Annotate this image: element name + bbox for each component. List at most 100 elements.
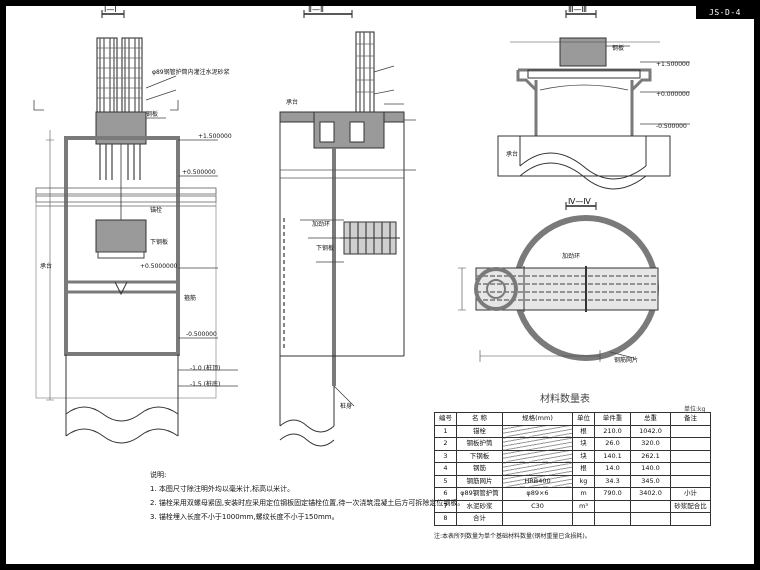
label-bottom-elev: +0.5000000 — [140, 263, 178, 270]
qty-table-cell — [502, 462, 573, 476]
qty-table-cell — [594, 499, 631, 513]
qty-table-cell — [670, 474, 711, 488]
label-elev-bottom: -1.0 (桩顶) — [190, 364, 220, 372]
qty-table-cell: 2 — [434, 437, 457, 451]
label-elev-top: +1.500000 — [198, 133, 232, 140]
qty-table-cell: 3402.0 — [630, 487, 671, 501]
qty-table-cell: 3 — [434, 449, 457, 463]
label-side-ring: 加劲环 — [312, 220, 330, 228]
note-item: 1. 本图尺寸除注明外均以毫米计,标高以米计。 — [150, 485, 295, 493]
qty-table-cell: 8 — [434, 512, 457, 526]
label-detail-elev-3: -0.500000 — [656, 123, 687, 130]
label-pile-body: 桩身 — [340, 402, 352, 410]
plan-view — [458, 202, 659, 362]
qty-table-cell — [502, 449, 573, 463]
qty-table-footer: 注:本表所列数量为单个基础材料数量(钢材重量已含损耗)。 — [434, 533, 591, 540]
qty-table-cell: 210.0 — [594, 424, 631, 438]
qty-header-cell: 编号 — [434, 412, 457, 426]
side-view — [279, 10, 416, 447]
qty-table-cell: 345.0 — [630, 474, 671, 488]
qty-header-cell: 规格(mm) — [502, 412, 573, 426]
qty-table-cell — [670, 462, 711, 476]
qty-table-cell — [630, 512, 671, 526]
view-title-detail: Ⅲ—Ⅲ — [568, 5, 587, 14]
qty-table-title: 材料数量表 — [540, 394, 590, 405]
qty-table-cell — [502, 512, 573, 526]
label-elev-low: -0.500000 — [186, 331, 217, 338]
label-pile-cap: 承台 — [40, 262, 52, 270]
qty-table-cell: 140.0 — [630, 462, 671, 476]
label-side-cap: 承台 — [286, 98, 298, 106]
front-view — [33, 10, 238, 444]
qty-table-cell — [502, 424, 573, 438]
qty-table-cell — [594, 512, 631, 526]
label-plan-tag: 钢筋网片 — [614, 356, 638, 364]
notes-heading: 说明: — [150, 471, 167, 479]
qty-table-cell: 锚栓 — [456, 424, 503, 438]
qty-table-cell: HRB400 — [502, 474, 573, 488]
label-elev-base: -1.5 (桩底) — [190, 380, 220, 388]
qty-table-cell: 34.3 — [594, 474, 631, 488]
qty-table-cell: 1042.0 — [630, 424, 671, 438]
label-bolt: 锚栓 — [150, 206, 162, 214]
label-lower-plate: 下钢板 — [150, 238, 168, 246]
qty-table-cell: C30 — [502, 499, 573, 513]
view-title-front: Ⅰ—Ⅰ — [104, 5, 117, 14]
label-pipe-note: φ89钢管护筒内灌注水泥砂浆 — [152, 68, 230, 76]
label-elev-mid: +0.500000 — [182, 169, 216, 176]
qty-table-cell: 根 — [572, 424, 595, 438]
qty-table-cell: 14.0 — [594, 462, 631, 476]
qty-header-cell: 备注 — [670, 412, 711, 426]
design-notes: 说明: 1. 本图尺寸除注明外均以毫米计,标高以米计。 2. 锚栓采用双螺母紧固… — [150, 468, 464, 524]
label-plate: 钢板 — [146, 110, 158, 118]
label-plan-ring: 加劲环 — [562, 252, 580, 260]
qty-table-cell — [502, 437, 573, 451]
note-item: 3. 锚栓埋入长度不小于1000mm,螺纹长度不小于150mm。 — [150, 513, 339, 521]
qty-header-cell: 名 称 — [456, 412, 503, 426]
qty-table-cell: 块 — [572, 437, 595, 451]
qty-table-cell: 790.0 — [594, 487, 631, 501]
qty-table-cell: 小计 — [670, 487, 711, 501]
label-detail-plate: 钢板 — [612, 44, 624, 52]
qty-table-cell: φ89×6 — [502, 487, 573, 501]
qty-table-cell — [572, 512, 595, 526]
qty-table-cell: m³ — [572, 499, 595, 513]
qty-table-cell — [670, 512, 711, 526]
qty-table-cell: 320.0 — [630, 437, 671, 451]
qty-header-cell: 单件重 — [594, 412, 631, 426]
label-hoop: 箍筋 — [184, 294, 196, 302]
qty-table-cell — [670, 449, 711, 463]
qty-table-cell: 1 — [434, 424, 457, 438]
qty-table-cell: 块 — [572, 449, 595, 463]
qty-table-unit: 单位:kg — [684, 406, 706, 413]
qty-table-cell: 钢板护筒 — [456, 437, 503, 451]
view-title-side: Ⅱ—Ⅱ — [308, 5, 324, 14]
qty-table-cell — [670, 424, 711, 438]
qty-table-cell: m — [572, 487, 595, 501]
qty-table-cell — [630, 499, 671, 513]
qty-table-cell: 262.1 — [630, 449, 671, 463]
view-title-plan: Ⅳ—Ⅳ — [568, 197, 591, 206]
qty-header-cell: 总重 — [630, 412, 671, 426]
label-side-lower-plate: 下钢板 — [316, 244, 334, 252]
qty-table-cell: kg — [572, 474, 595, 488]
qty-table-cell: 根 — [572, 462, 595, 476]
qty-table-cell: 合计 — [456, 512, 503, 526]
qty-table-cell: 26.0 — [594, 437, 631, 451]
note-item: 2. 锚栓采用双螺母紧固,安装时应采用定位钢板固定锚栓位置,待一次浇筑混凝土后方… — [150, 499, 465, 507]
label-detail-elev-1: +1.500000 — [656, 61, 690, 68]
qty-table-cell: 140.1 — [594, 449, 631, 463]
qty-table-header-row: 编号 名 称 规格(mm) 单位 单件重 总重 备注 — [434, 412, 711, 426]
qty-table-cell: 砂浆配合比 — [670, 499, 711, 513]
label-detail-cap: 承台 — [506, 150, 518, 158]
qty-table-cell — [670, 437, 711, 451]
